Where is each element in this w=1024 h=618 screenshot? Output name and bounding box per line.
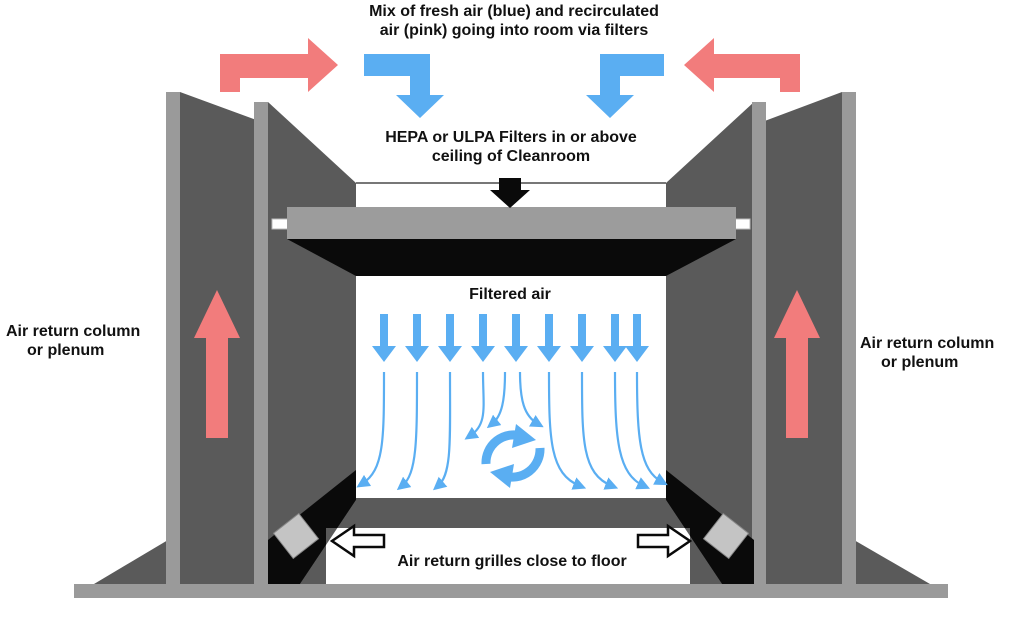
left-grille-outline-arrow: [329, 523, 386, 559]
left-floor-slab: [300, 500, 356, 584]
filters-label-line2: ceiling of Cleanroom: [431, 148, 591, 166]
flow-curve-7: [547, 371, 587, 490]
filters-label: HEPA or ULPA Filters in or above ceiling…: [346, 128, 676, 166]
filtered-arrow-9: [625, 314, 649, 362]
filtered-arrow-7: [570, 314, 594, 362]
filtered-arrow-5: [504, 314, 528, 362]
flow-curve-5: [486, 371, 507, 429]
left-grille: [272, 512, 320, 560]
right-return-label-line2: or plenum: [881, 354, 959, 372]
right-return-duct: [666, 470, 754, 584]
filtered-arrow-8: [603, 314, 627, 362]
left-floor-base: [94, 540, 168, 584]
flow-curve-10: [635, 371, 668, 486]
flow-curve-4: [464, 371, 485, 440]
filter-arrow: [490, 178, 530, 208]
filter-trapezoid: [287, 239, 736, 276]
right-grille-outline-arrow: [636, 523, 693, 559]
grilles-label: Air return grilles close to floor: [397, 553, 627, 570]
room-floor: [326, 528, 690, 584]
right-inner-post: [752, 102, 766, 584]
right-floor-base: [854, 540, 930, 584]
mix-air-label-line1: Mix of fresh air (blue) and recirculated: [369, 3, 659, 20]
left-return-label: Air return column or plenum: [6, 322, 140, 360]
right-floor-slab: [666, 500, 722, 584]
mix-air-label-line2: air (pink) going into room via filters: [379, 22, 649, 40]
room-interior: [356, 276, 666, 498]
left-outer-post: [166, 92, 180, 584]
flow-curve-8: [580, 371, 619, 490]
flow-curve-2: [396, 371, 419, 491]
filtered-arrow-3: [438, 314, 462, 362]
left-return-duct: [268, 470, 356, 584]
airflow-curves: [356, 371, 668, 491]
right-outer-post: [842, 92, 856, 584]
filtered-arrow-1: [372, 314, 396, 362]
flow-curve-3: [432, 371, 452, 491]
flow-curve-1: [356, 371, 386, 488]
filtered-arrow-4: [471, 314, 495, 362]
cycle-head-2: [490, 464, 514, 488]
left-return-up-arrow: [194, 290, 240, 438]
floor: [74, 584, 948, 598]
mix-air-label: Mix of fresh air (blue) and recirculated…: [324, 2, 704, 40]
left-return-label-line1: Air return column: [6, 323, 141, 340]
right-grille: [702, 512, 750, 560]
cycle-head-1: [512, 424, 536, 448]
fresh-arrow-left: [364, 54, 444, 118]
left-inner-post: [254, 102, 268, 584]
right-return-up-arrow: [774, 290, 820, 438]
fresh-arrow-right: [586, 54, 664, 118]
filtered-arrow-2: [405, 314, 429, 362]
recirc-arrow-right: [684, 38, 800, 92]
room-floor-bottom: [356, 498, 666, 528]
right-return-label: Air return column or plenum: [860, 334, 994, 372]
left-return-label-line2: or plenum: [27, 342, 105, 360]
filters-label-line1: HEPA or ULPA Filters in or above: [385, 129, 637, 146]
filtered-air-label: Filtered air: [469, 286, 551, 303]
flow-curve-6: [518, 371, 544, 428]
filter-box: [287, 207, 736, 239]
filtered-air-arrows: [372, 314, 649, 362]
right-return-label-line1: Air return column: [860, 335, 995, 352]
recirc-arrow-left: [220, 38, 338, 92]
filtered-arrow-6: [537, 314, 561, 362]
flow-curve-9: [613, 371, 650, 490]
